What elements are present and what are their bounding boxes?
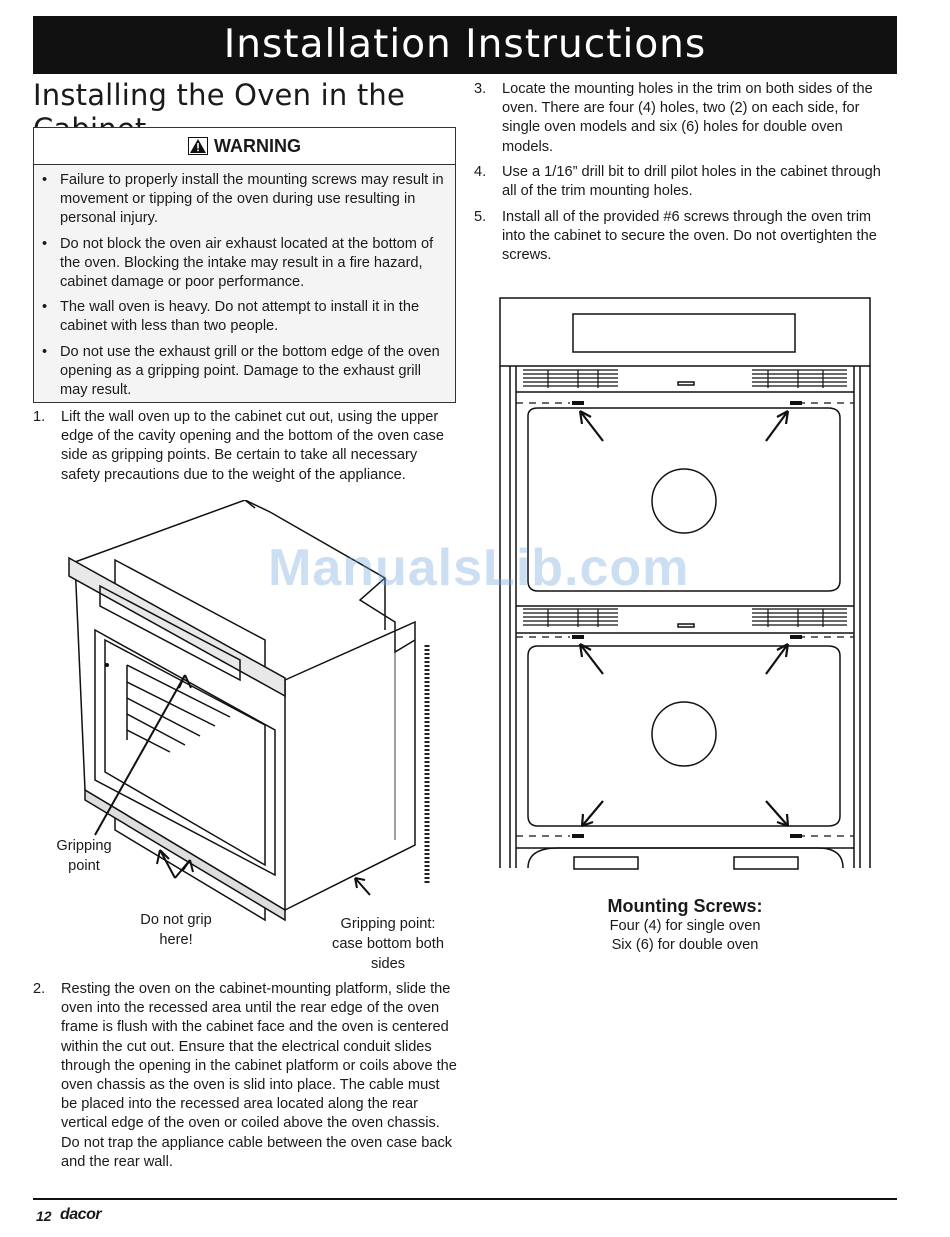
warning-item: Do not block the oven air exhaust locate…: [42, 235, 445, 293]
step-text: Lift the wall oven up to the cabinet cut…: [61, 409, 444, 483]
warning-header: WARNING: [34, 128, 455, 165]
brand-logo: dacor: [60, 1206, 102, 1223]
warning-box: WARNING Failure to properly install the …: [33, 127, 456, 403]
step-number: 4.: [474, 164, 487, 180]
step-2: 2. Resting the oven on the cabinet-mount…: [33, 980, 457, 1172]
watermark: ManualsLib.com: [268, 539, 690, 597]
step-1: 1. Lift the wall oven up to the cabinet …: [33, 408, 457, 485]
mounting-screws-title: Mounting Screws:: [607, 896, 763, 916]
gripping-point-label: Gripping point: [56, 838, 112, 874]
warning-item: The wall oven is heavy. Do not attempt t…: [42, 298, 445, 336]
step-number: 5.: [474, 209, 487, 225]
mounting-screws-double: Six (6) for double oven: [611, 937, 759, 953]
step-text: Resting the oven on the cabinet-mounting…: [61, 981, 457, 1170]
step-number: 1.: [33, 409, 46, 425]
mounting-screws-single: Four (4) for single oven: [609, 918, 761, 934]
warning-list: Failure to properly install the mounting…: [34, 165, 455, 400]
warning-label: WARNING: [214, 136, 301, 156]
step-text: Use a 1/16” drill bit to drill pilot hol…: [502, 164, 881, 200]
double-oven-front-illustration: [499, 297, 871, 870]
step-3: 3. Locate the mounting holes in the trim…: [474, 80, 894, 157]
warning-item: Do not use the exhaust grill or the bott…: [42, 343, 445, 401]
warning-triangle-icon: [188, 131, 208, 167]
step-text: Locate the mounting holes in the trim on…: [502, 81, 873, 155]
step-text: Install all of the provided #6 screws th…: [502, 209, 877, 264]
step-4: 4. Use a 1/16” drill bit to drill pilot …: [474, 163, 894, 201]
page-banner: Installation Instructions: [33, 16, 897, 74]
oven-cabinet-illustration: [68, 500, 430, 922]
page-number: 12: [36, 1208, 52, 1224]
gripping-point-case-label: Gripping point: case bottom both sides: [332, 916, 444, 972]
warning-item: Failure to properly install the mounting…: [42, 171, 445, 229]
step-number: 3.: [474, 81, 487, 97]
step-5: 5. Install all of the provided #6 screws…: [474, 208, 894, 266]
footer-rule: [33, 1198, 897, 1200]
do-not-grip-label: Do not grip here!: [140, 912, 212, 948]
step-number: 2.: [33, 981, 46, 997]
